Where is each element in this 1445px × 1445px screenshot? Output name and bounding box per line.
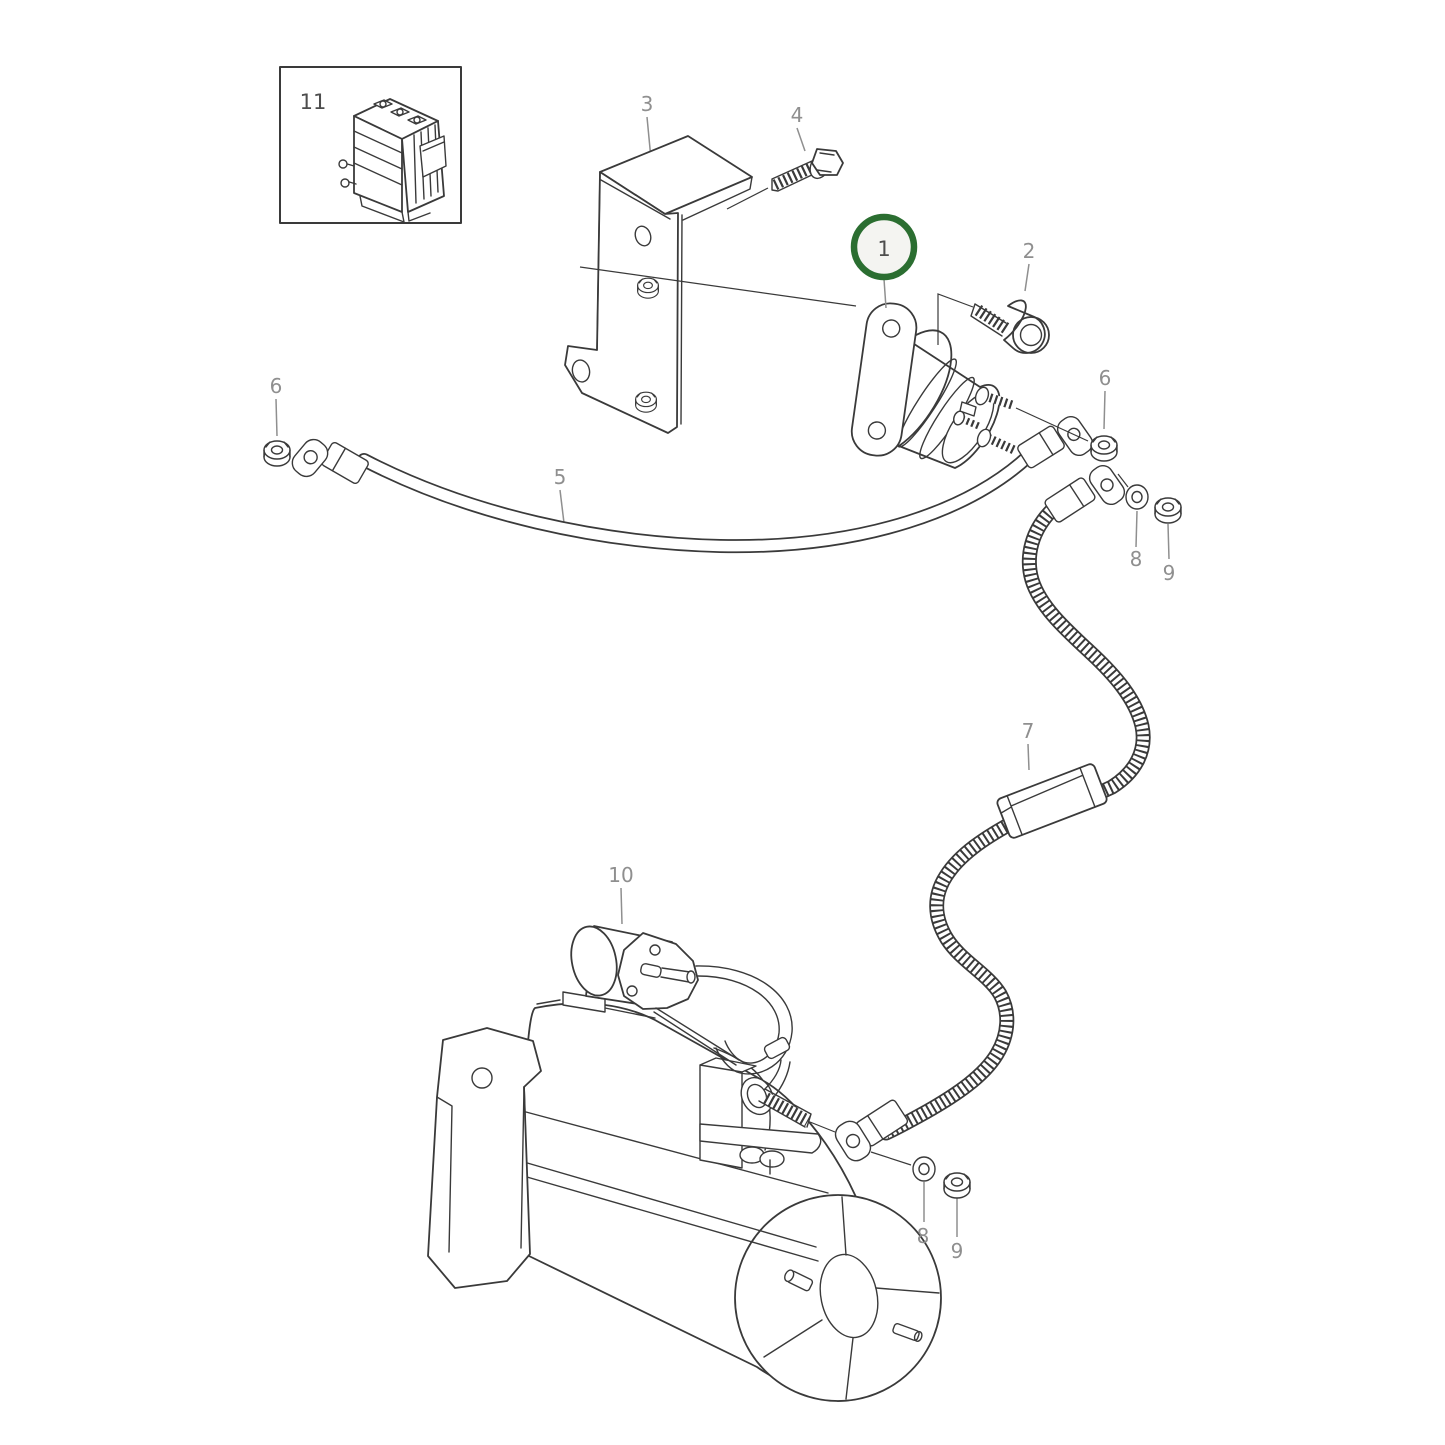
part-cable-5: 5 [291, 415, 1094, 554]
alignment-line-terminal-nut [1015, 407, 1089, 442]
relay-drawing [338, 98, 447, 223]
part-starter-motor-10: 10 [427, 863, 942, 1402]
part-solenoid-1 [850, 293, 1016, 469]
callout-8-lower[interactable]: 8 [917, 1224, 930, 1248]
cable-7-top-terminal [1088, 464, 1126, 506]
part-bolt-4: 4 [726, 103, 844, 210]
part-washer-8-upper: 8 [1117, 473, 1149, 571]
leader-6-left [275, 398, 278, 437]
part-nut-9-lower: 9 [943, 1172, 971, 1263]
callout-11[interactable]: 11 [300, 90, 327, 114]
callout-5[interactable]: 5 [554, 465, 567, 489]
cable-7-bottom-terminal [834, 1120, 872, 1162]
cable-5-right-terminal [1056, 415, 1094, 457]
highlight-callout-1[interactable]: 1 [850, 213, 918, 309]
leader-9-upper [1167, 523, 1170, 560]
leader-5 [559, 489, 565, 524]
leader-8-upper [1135, 510, 1138, 548]
cable-5-left-terminal [291, 438, 329, 478]
callout-8-upper[interactable]: 8 [1130, 547, 1143, 571]
starter-solenoid [570, 925, 793, 1098]
part-cable-7: 7 [834, 464, 1151, 1162]
callout-10[interactable]: 10 [608, 863, 633, 887]
inset-box-part-11: 11 [279, 66, 462, 224]
leader-10 [620, 887, 623, 925]
leader-2 [1024, 263, 1030, 292]
part-nut-9-upper: 9 [1154, 497, 1182, 585]
part-bracket-3: 3 [564, 92, 753, 434]
b-plus-terminal [699, 1057, 822, 1175]
callout-1[interactable]: 1 [877, 237, 890, 261]
drive-end-flange [427, 1027, 542, 1289]
callout-7[interactable]: 7 [1022, 719, 1035, 743]
alignment-line-lug-washer [1117, 473, 1129, 488]
callout-6-right[interactable]: 6 [1099, 366, 1112, 390]
bolt-4-axis-line [726, 187, 769, 210]
callout-9-upper[interactable]: 9 [1163, 561, 1176, 585]
inset-frame [279, 66, 462, 224]
leader-4 [796, 127, 806, 152]
leader-7 [1027, 743, 1030, 771]
cable-5-outline [357, 440, 1045, 554]
callout-2[interactable]: 2 [1023, 239, 1036, 263]
part-screw-2: 2 [970, 239, 1050, 354]
leader-1 [883, 278, 887, 309]
callout-6-left[interactable]: 6 [270, 374, 283, 398]
part-nut-6-left: 6 [263, 374, 291, 467]
screw-2-seat-line [937, 293, 974, 345]
alignment-line-bracket-solenoid [579, 266, 857, 307]
solenoid-terminals [953, 386, 1016, 455]
callout-9-lower[interactable]: 9 [951, 1239, 964, 1263]
solenoid-flange [850, 302, 918, 457]
cable-7-connector [996, 763, 1108, 839]
alignment-line-stud-lug-washer [809, 1121, 912, 1166]
part-washer-8-lower: 8 [912, 1156, 936, 1248]
leader-6-right [1103, 390, 1106, 430]
highlight-ring[interactable] [850, 213, 918, 281]
part-nut-6-right: 6 [1015, 366, 1118, 462]
callout-3[interactable]: 3 [641, 92, 654, 116]
callout-4[interactable]: 4 [791, 103, 804, 127]
